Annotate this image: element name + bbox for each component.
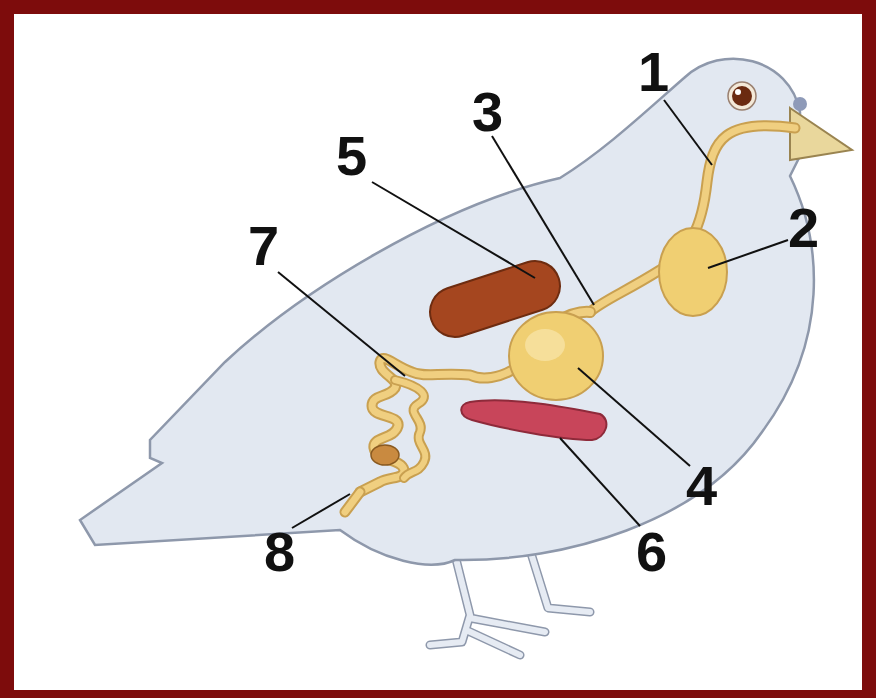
callout-number: 1 (638, 44, 669, 100)
callout-number: 4 (686, 458, 717, 514)
callout-number: 8 (264, 524, 295, 580)
digestive-organs (345, 126, 795, 512)
leader-lines (278, 100, 788, 528)
callout-number: 5 (336, 128, 367, 184)
callout-number: 7 (248, 218, 279, 274)
callout-number: 6 (636, 524, 667, 580)
bird-body (80, 59, 852, 655)
callout-number: 2 (788, 200, 819, 256)
callout-number: 3 (472, 84, 503, 140)
